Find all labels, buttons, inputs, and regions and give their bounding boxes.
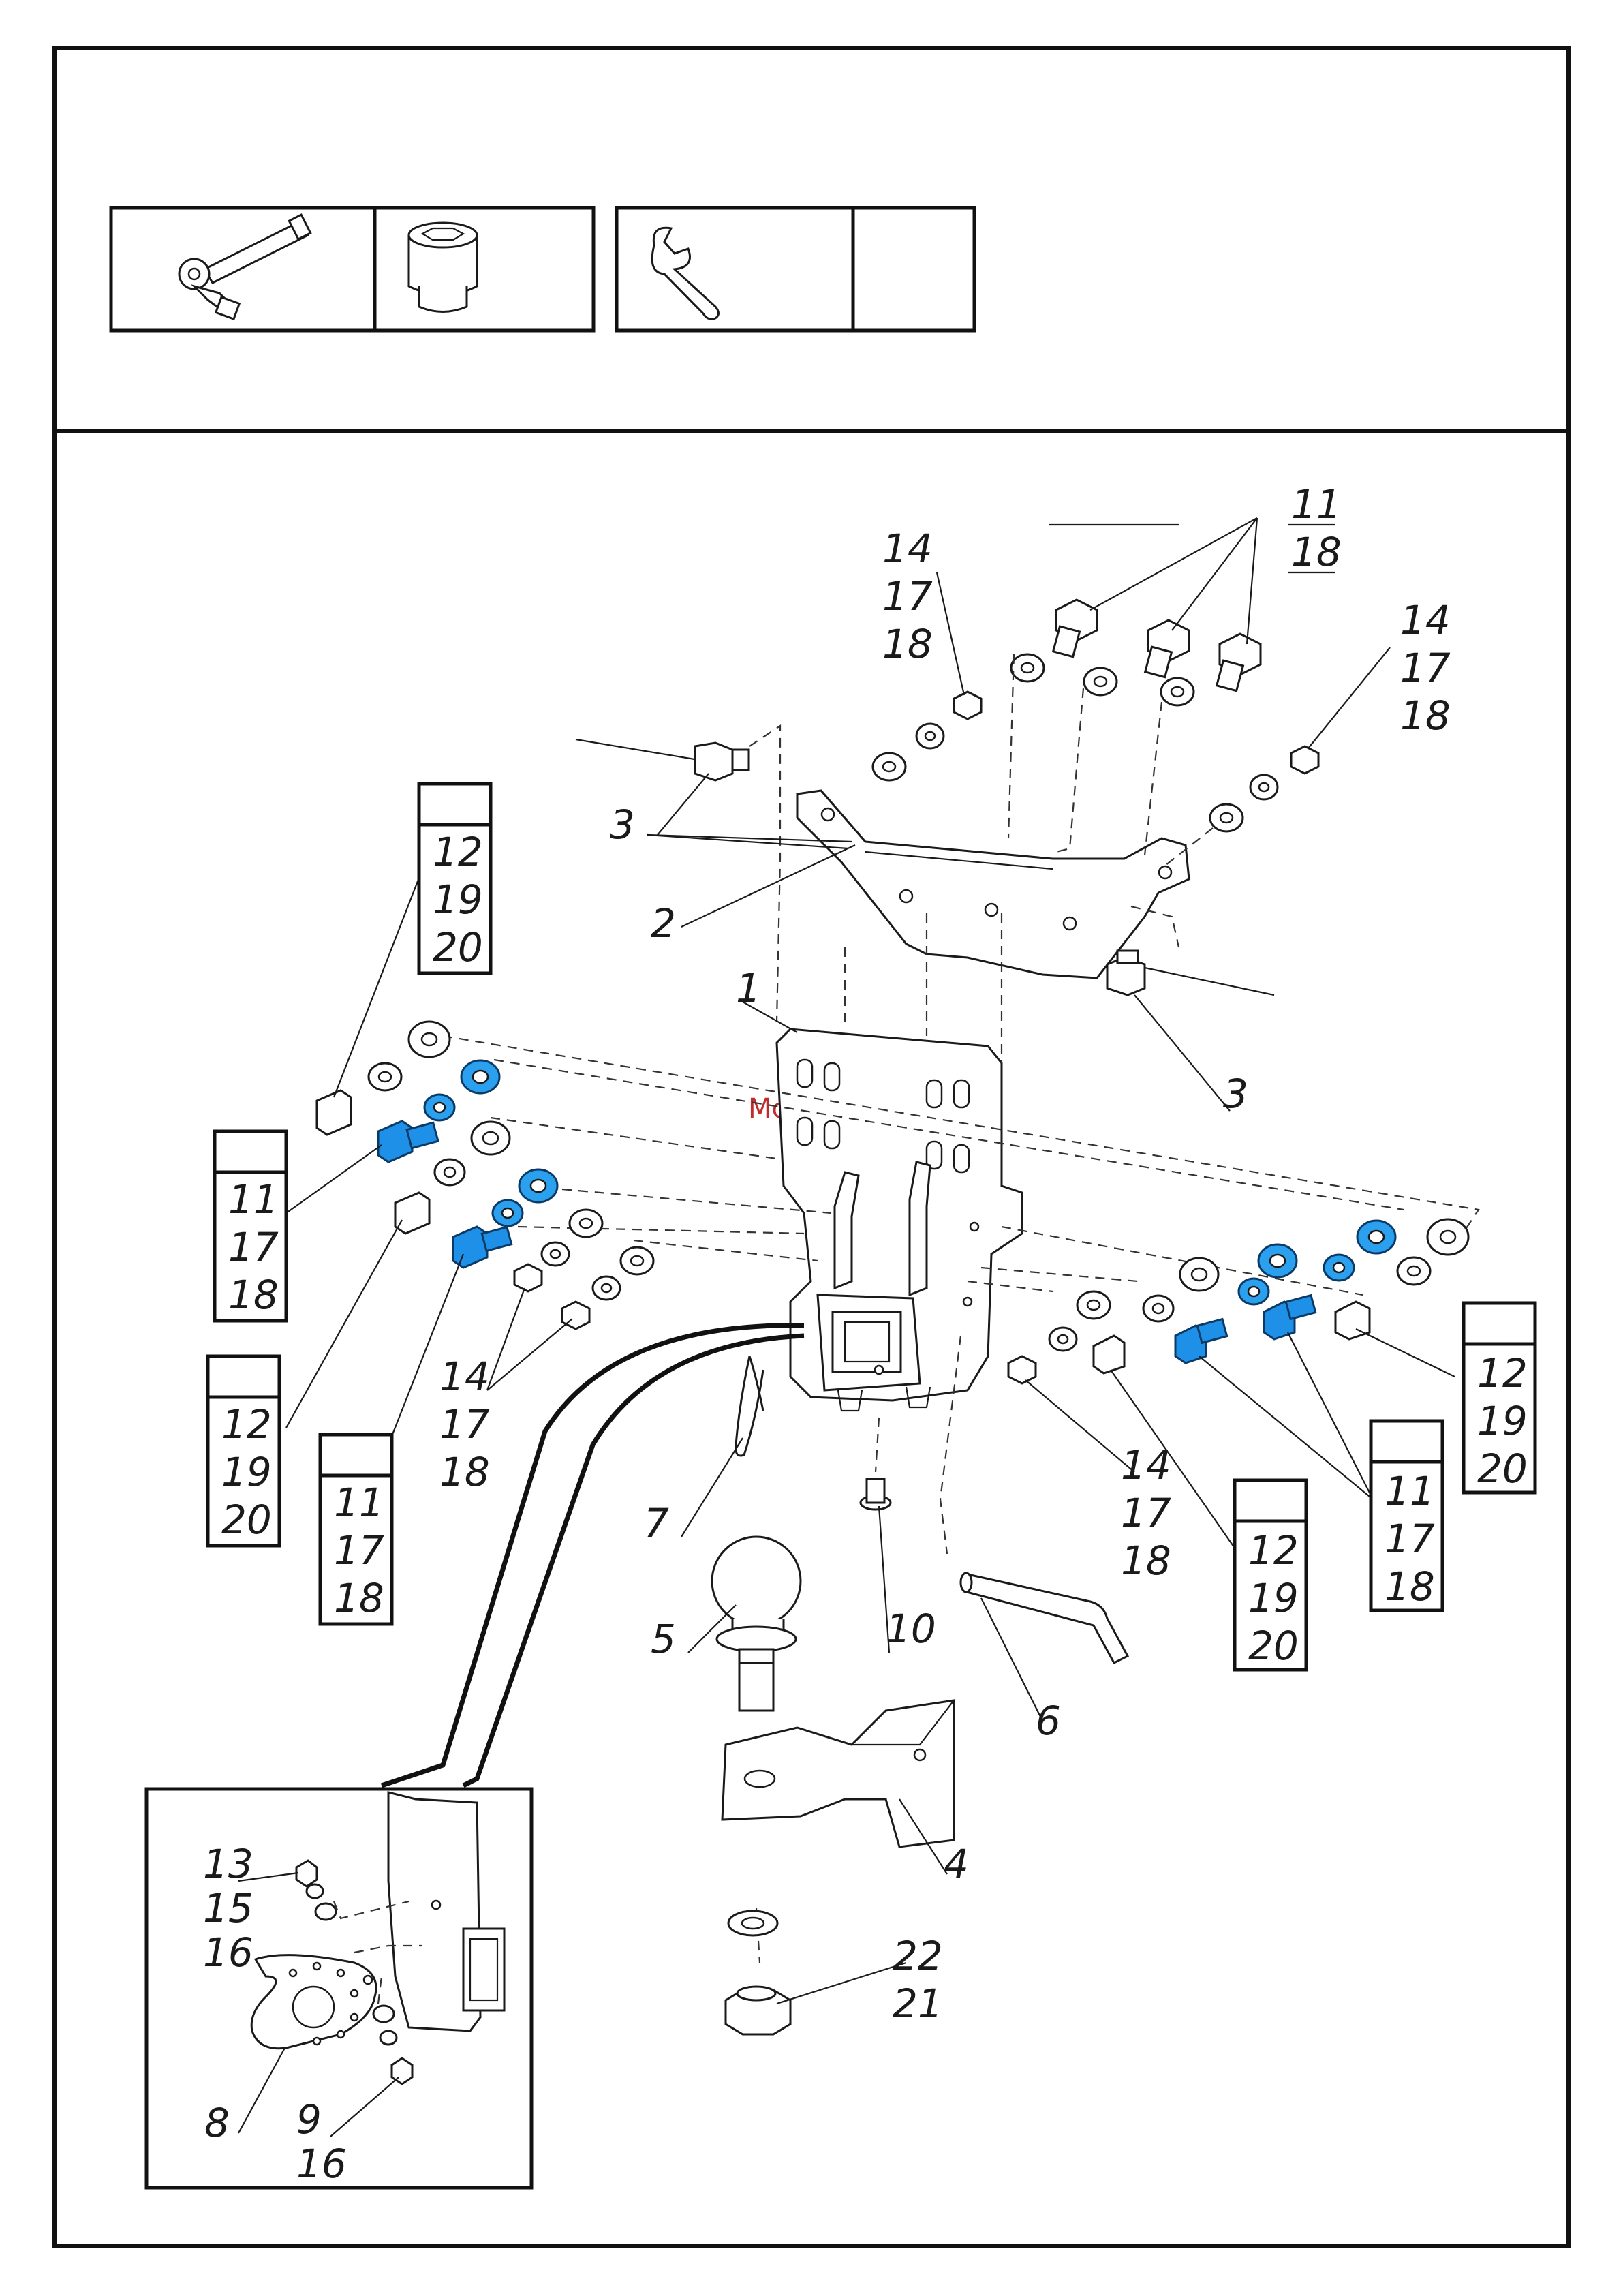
label-4: 4 (944, 1841, 969, 1887)
label-16-a: 16 (203, 1929, 253, 1976)
box-b-17: 17 (228, 1224, 279, 1270)
label-9: 9 (296, 2096, 322, 2143)
part-5-tow-ball (712, 1537, 801, 1711)
label-7: 7 (644, 1500, 669, 1546)
label-17-top-left: 17 (882, 573, 933, 619)
box-c-19: 19 (221, 1449, 272, 1495)
box-f-17: 17 (1385, 1516, 1435, 1562)
label-1: 1 (736, 965, 761, 1011)
label-18-top-left: 18 (882, 621, 933, 667)
box-a-20: 20 (433, 924, 483, 970)
label-18-mid-right: 18 (1121, 1537, 1171, 1584)
label-5: 5 (651, 1616, 676, 1662)
box-a-19: 19 (433, 876, 483, 923)
box-c-12: 12 (221, 1401, 272, 1448)
box-d-18: 18 (334, 1575, 384, 1621)
label-8: 8 (204, 2100, 230, 2146)
label-17-mid-left: 17 (439, 1401, 490, 1448)
box-d-11: 11 (334, 1480, 384, 1526)
label-18-top-right: 18 (1400, 692, 1451, 739)
label-16-b: 16 (296, 2141, 347, 2187)
part-1-receiver-bracket (777, 1029, 1022, 1411)
part-7-hitch-clip (736, 1356, 763, 1456)
box-g-20: 20 (1248, 1623, 1299, 1669)
box-a-12: 12 (433, 829, 483, 875)
label-11-top: 11 (1291, 481, 1342, 527)
box-e-20: 20 (1477, 1445, 1528, 1492)
label-13: 13 (203, 1841, 253, 1887)
top-washers (873, 654, 1318, 831)
label-17-top-right: 17 (1400, 645, 1451, 691)
label-6: 6 (1036, 1698, 1061, 1744)
label-14-top-left: 14 (882, 525, 933, 572)
part-21-22-nut-washer (726, 1911, 790, 2034)
label-2: 2 (651, 900, 676, 947)
box-e-12: 12 (1477, 1350, 1528, 1396)
box-b-18: 18 (228, 1272, 279, 1318)
box-f-18: 18 (1385, 1563, 1435, 1610)
part-3-bolt-right (1107, 951, 1274, 995)
box-c-20: 20 (221, 1497, 272, 1543)
label-21: 21 (893, 1980, 943, 2027)
part-3-bolt-left (576, 739, 749, 780)
label-18-top: 18 (1291, 529, 1342, 575)
box-g-19: 19 (1248, 1575, 1299, 1621)
part-6-hitch-pin (961, 1573, 1128, 1663)
label-3-left: 3 (610, 801, 635, 848)
label-14-mid-right: 14 (1121, 1442, 1171, 1488)
tools-table (111, 208, 974, 331)
right-fasteners (1008, 1219, 1468, 1383)
label-17-mid-right: 17 (1121, 1490, 1171, 1536)
box-e-19: 19 (1477, 1398, 1528, 1444)
box-f-11: 11 (1385, 1468, 1435, 1514)
box-d-17: 17 (334, 1527, 384, 1574)
socket-head-icon (409, 223, 477, 312)
box-b-11: 11 (228, 1176, 279, 1223)
part-4-ball-mount (722, 1700, 954, 1847)
label-10: 10 (886, 1606, 936, 1652)
box-g-12: 12 (1248, 1527, 1299, 1574)
label-3-right: 3 (1223, 1071, 1248, 1117)
label-14-top-right: 14 (1400, 597, 1451, 643)
part-10-pin (861, 1479, 891, 1510)
label-15: 15 (203, 1885, 253, 1931)
label-18-mid-left: 18 (439, 1449, 490, 1495)
label-14-mid-left: 14 (439, 1353, 490, 1400)
label-22: 22 (893, 1933, 943, 1979)
